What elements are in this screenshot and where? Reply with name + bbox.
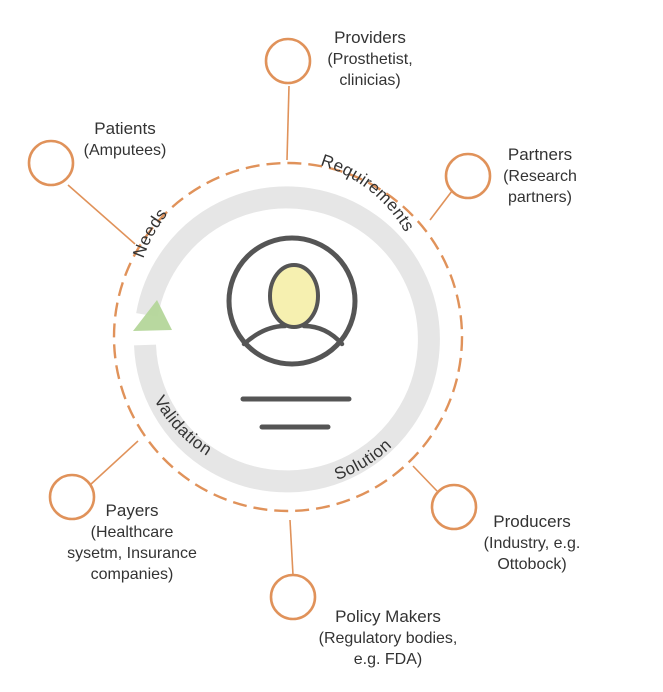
payers-detail-3: companies) xyxy=(90,566,174,583)
payers-detail-1: (Healthcare xyxy=(90,524,174,541)
partners-detail-1: (Research xyxy=(503,168,577,185)
patients-title: Patients xyxy=(94,119,156,138)
connector-providers xyxy=(286,85,290,161)
label-patients: Patients (Amputees) xyxy=(65,118,185,161)
connector-payers xyxy=(89,440,139,486)
providers-title: Providers xyxy=(334,28,406,47)
node-payers-icon xyxy=(48,473,96,521)
node-partners-icon xyxy=(444,152,492,200)
providers-detail-1: (Prosthetist, xyxy=(327,51,413,68)
policy-makers-title: Policy Makers xyxy=(335,607,441,626)
node-providers-icon xyxy=(264,37,312,85)
node-policy-icon xyxy=(269,573,317,621)
policy-makers-detail-2: e.g. FDA) xyxy=(353,651,423,668)
connector-lines xyxy=(67,85,453,576)
patients-detail-1: (Amputees) xyxy=(83,142,167,159)
connector-policy xyxy=(289,519,294,576)
cycle-track xyxy=(134,186,440,493)
partners-detail-2: partners) xyxy=(507,189,573,206)
label-providers: Providers (Prosthetist, clinicias) xyxy=(300,27,440,91)
providers-detail-2: clinicias) xyxy=(339,72,401,89)
node-producers-icon xyxy=(430,483,478,531)
profile-circle xyxy=(226,235,358,367)
cycle-arrow-icon xyxy=(133,300,172,331)
label-payers: Payers (Healthcare sysetm, Insurance com… xyxy=(52,500,212,585)
connector-partners xyxy=(429,190,453,221)
producers-detail-2: Ottobock) xyxy=(497,556,567,573)
policy-makers-detail-1: (Regulatory bodies, xyxy=(318,630,458,647)
label-policy-makers: Policy Makers (Regulatory bodies, e.g. F… xyxy=(298,606,478,670)
profile-head xyxy=(268,263,320,329)
stakeholder-nodes xyxy=(27,37,492,621)
connector-patients xyxy=(67,184,136,245)
person-profile-icon xyxy=(226,235,358,430)
partners-title: Partners xyxy=(507,145,573,164)
payers-title: Payers xyxy=(105,501,159,520)
producers-title: Producers xyxy=(493,512,571,531)
connector-producers xyxy=(412,465,438,492)
outer-dashed-ring xyxy=(112,161,464,513)
label-partners: Partners (Research partners) xyxy=(488,144,592,208)
label-producers: Producers (Industry, e.g. Ottobock) xyxy=(462,511,602,575)
payers-detail-2: sysetm, Insurance xyxy=(67,545,197,562)
producers-detail-1: (Industry, e.g. xyxy=(483,535,581,552)
profile-shoulders xyxy=(241,323,345,347)
node-patients-icon xyxy=(27,139,75,187)
